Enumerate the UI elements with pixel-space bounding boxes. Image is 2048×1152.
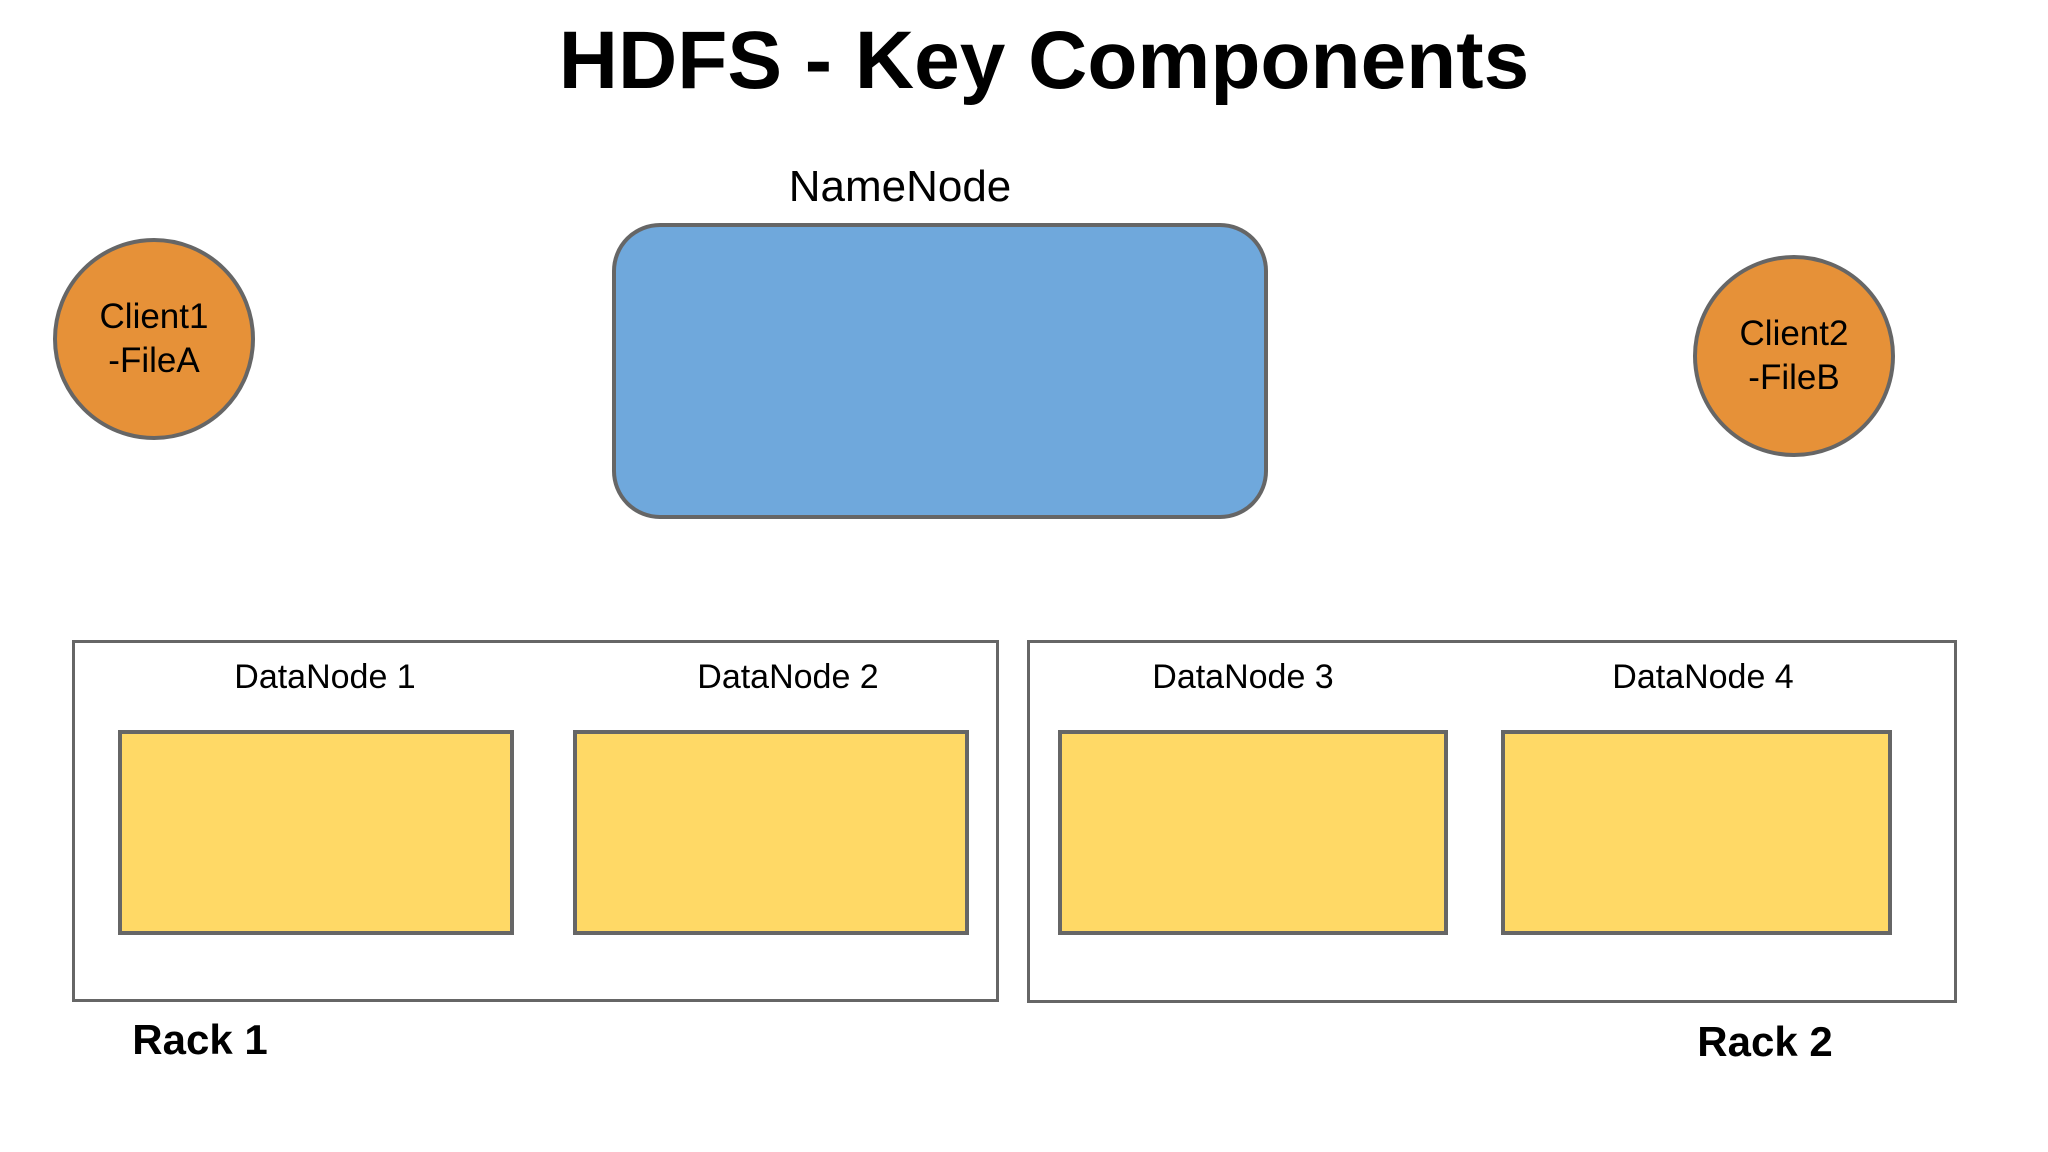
- client2-file: -FileB: [1748, 358, 1840, 397]
- namenode-shape: [612, 223, 1268, 519]
- client1-circle: Client1 -FileA: [53, 238, 255, 440]
- datanode4-shape: [1501, 730, 1892, 935]
- rack1-container: DataNode 1 DataNode 2: [72, 640, 999, 1002]
- page-title: HDFS - Key Components: [558, 15, 1530, 106]
- namenode-label: NameNode: [788, 162, 1012, 211]
- rack1-label: Rack 1: [132, 1016, 268, 1063]
- datanode3-shape: [1058, 730, 1448, 935]
- datanode1-label: DataNode 1: [234, 658, 416, 696]
- rack2-label: Rack 2: [1697, 1018, 1833, 1065]
- client1-name: Client1: [99, 297, 209, 337]
- datanode2-shape: [573, 730, 969, 935]
- datanode4-label: DataNode 4: [1612, 658, 1794, 696]
- datanode2-label: DataNode 2: [697, 658, 879, 696]
- client1-file: -FileA: [108, 341, 200, 380]
- client2-name: Client2: [1739, 314, 1849, 354]
- datanode1-shape: [118, 730, 514, 935]
- datanode3-label: DataNode 3: [1152, 658, 1334, 696]
- rack2-container: DataNode 3 DataNode 4: [1027, 640, 1957, 1003]
- client2-circle: Client2 -FileB: [1693, 255, 1895, 457]
